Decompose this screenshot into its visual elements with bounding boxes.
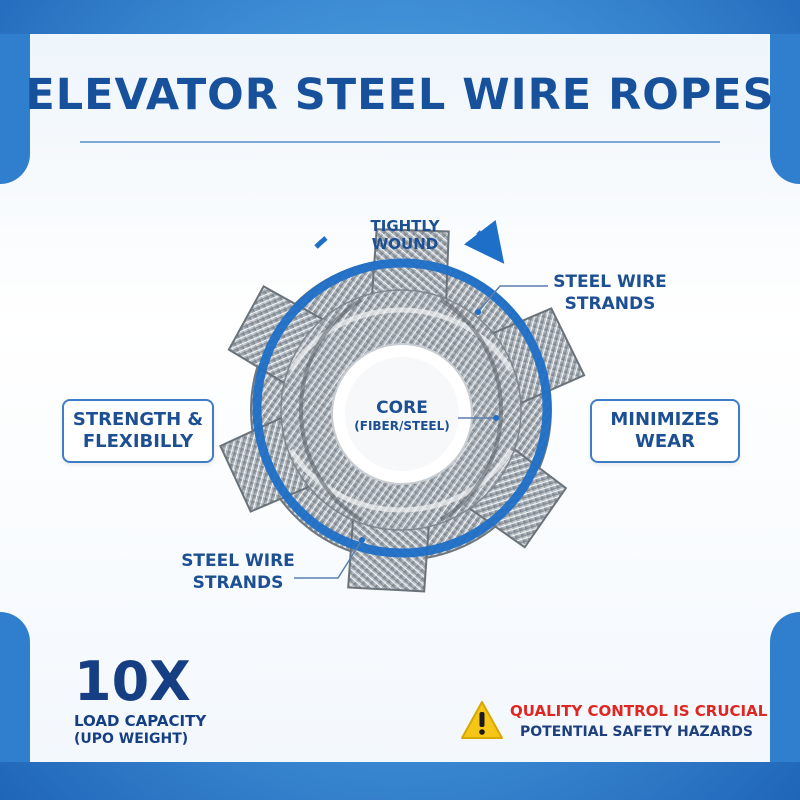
- strands-label-line: STEEL WIRE: [181, 551, 295, 571]
- leader-line: [477, 285, 548, 313]
- strands-label-line: STRANDS: [564, 294, 656, 314]
- strands-label-top: STEEL WIRE STRANDS: [552, 271, 668, 315]
- tightly-wound-label: TIGHTLY WOUND: [370, 217, 440, 253]
- leader-line: [294, 539, 363, 579]
- stat-value: 10X: [74, 650, 191, 713]
- strands-label-line: STEEL WIRE: [553, 272, 667, 292]
- minimizes-wear-callout: MINIMIZES WEAR: [590, 399, 740, 463]
- corner-decoration: [770, 612, 800, 762]
- core-title: CORE: [376, 398, 428, 418]
- warning-subtitle: POTENTIAL SAFETY HAZARDS: [520, 724, 754, 740]
- strength-flexibility-callout: STRENGTH & FLEXIBILLY: [62, 399, 214, 463]
- callout-line: FLEXIBILLY: [82, 431, 194, 452]
- callout-line: MINIMIZES: [610, 409, 720, 430]
- warning-title: QUALITY CONTROL IS CRUCIAL: [510, 702, 768, 720]
- rope-outline-ring: [252, 258, 552, 558]
- callout-line: STRENGTH &: [72, 409, 204, 430]
- corner-decoration: [770, 34, 800, 184]
- corner-decoration: [0, 612, 30, 762]
- callout-line: WEAR: [635, 431, 695, 452]
- core-label: CORE (FIBER/STEEL): [345, 398, 459, 435]
- quality-warning: QUALITY CONTROL IS CRUCIAL POTENTIAL SAF…: [460, 700, 767, 746]
- core-subtitle: (FIBER/STEEL): [354, 419, 450, 433]
- strands-label-bottom: STEEL WIRE STRANDS: [180, 550, 296, 594]
- stat-sublabel: (UPO WEIGHT): [74, 731, 189, 747]
- page-title: ELEVATOR STEEL WIRE ROPES: [25, 70, 775, 120]
- stat-label: LOAD CAPACITY: [74, 712, 207, 730]
- strands-label-line: STRANDS: [192, 573, 284, 593]
- corner-decoration: [0, 34, 30, 184]
- tightly-wound-arrow: [314, 236, 328, 249]
- title-divider: [80, 141, 720, 143]
- load-capacity-stat: 10X LOAD CAPACITY (UPO WEIGHT): [74, 654, 206, 748]
- warning-triangle-icon: [461, 701, 503, 739]
